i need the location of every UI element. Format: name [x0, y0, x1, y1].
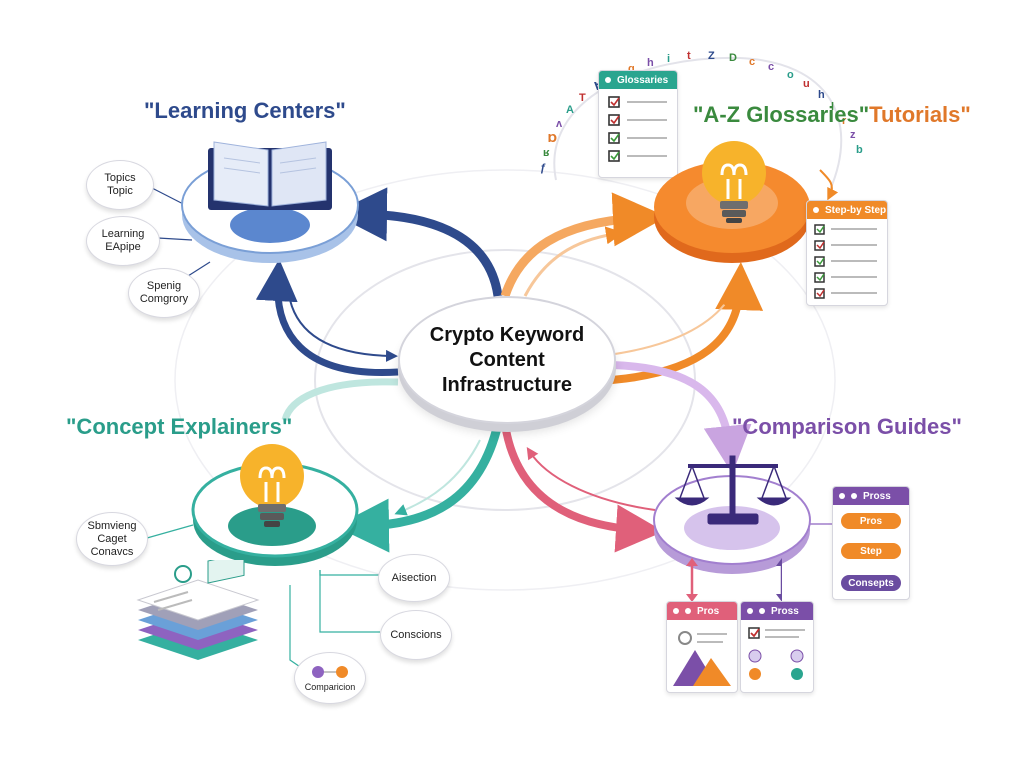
concept-explainers-title: "Concept Explainers"	[66, 414, 293, 439]
satellite-text: Conscions	[390, 628, 442, 641]
arrow-hub-to-comparison-pink	[501, 423, 664, 553]
satellite-text: Comparicion	[304, 681, 356, 692]
comparison-card-b[interactable]: Pross	[740, 601, 814, 693]
glossary-letter: u	[803, 78, 810, 90]
orbit-ring-inner	[314, 249, 696, 511]
concept-explainers-node[interactable]	[190, 440, 360, 570]
satellite-text: Topic	[107, 185, 133, 197]
glossary-letter: g	[628, 63, 635, 75]
hub-node[interactable]: Crypto Keyword Content Infrastructure	[398, 296, 616, 424]
hub-title-line: Content	[469, 348, 545, 371]
balance-scale-icon	[674, 455, 792, 525]
glossaries-card-title: Glossaries	[617, 74, 669, 86]
lightbulb-icon	[240, 444, 304, 527]
arrow-hub-to-glossaries	[500, 192, 667, 298]
glossaries-title: "A-Z Glossaries"Tutorials"	[693, 102, 971, 128]
learning-centers-title: "Learning Centers"	[144, 98, 346, 123]
glossary-letter: o	[787, 69, 794, 81]
satellite-comparicion[interactable]: Comparicion	[294, 652, 366, 704]
pill-pros[interactable]: Pros	[841, 513, 901, 529]
satellite-text: Learning	[101, 228, 145, 240]
satellite-aisection[interactable]: Aisection	[378, 554, 450, 602]
side-card-title: Pross	[863, 490, 891, 502]
glossary-letter: ʌ	[556, 118, 563, 130]
glossary-letter: ƒ	[540, 162, 547, 174]
satellite-text: EApipe	[105, 241, 141, 253]
glossary-letter: A	[566, 104, 574, 116]
comparison-guides-node[interactable]	[652, 448, 812, 578]
glossary-letter: i	[667, 53, 671, 65]
satellite-text: Caget	[97, 532, 127, 545]
orbit-ring-outer	[174, 169, 836, 591]
glossary-arc	[553, 56, 843, 191]
step-card[interactable]: Step-by Step	[806, 200, 888, 306]
satellite-text: Conavcs	[90, 545, 134, 558]
glossary-letter: D	[729, 52, 737, 64]
glossary-letter: r	[842, 115, 847, 127]
glossary-letter: Ɒ	[548, 133, 558, 145]
arrow-concept-link	[281, 378, 399, 422]
card-b-title: Pross	[771, 605, 799, 617]
satellite-text: Aisection	[391, 571, 437, 584]
satellite-text: Comgrory	[139, 293, 189, 305]
toggle-icon	[312, 665, 348, 678]
glossary-letter: Z	[708, 50, 715, 62]
arrow-hub-to-learning-lower	[255, 259, 399, 376]
glossary-letter: b	[856, 144, 863, 156]
glossary-letter: h	[647, 57, 654, 69]
satellite-text: Sbmvieng	[87, 519, 137, 532]
glossaries-title-a: "A-Z Glossaries"	[693, 102, 870, 127]
lightbulb-icon	[702, 141, 766, 223]
arrow-tutorials-return	[607, 295, 732, 356]
checklist-icon	[608, 96, 667, 162]
satellite-conscions[interactable]: Conscions	[380, 610, 452, 660]
arrow-comparison-to-hub	[526, 446, 656, 511]
document-stack-icon	[136, 560, 260, 660]
satellite-text: Spenig	[146, 280, 182, 292]
tutorials-title: Tutorials"	[869, 102, 971, 127]
pill-step[interactable]: Step	[841, 543, 901, 559]
comparison-card-a[interactable]: Pros	[666, 601, 738, 693]
glossaries-card[interactable]: Glossaries	[598, 70, 678, 178]
arrow-hub-to-concept	[335, 422, 503, 553]
arrow-hub-to-glossaries-thin	[523, 226, 624, 297]
arrow-concept-thin	[394, 439, 481, 516]
glossary-letter: c	[768, 61, 775, 73]
step-card-title: Step-by Step	[825, 204, 887, 216]
arc-arrow	[819, 169, 839, 201]
card-a-title: Pros	[697, 605, 720, 617]
arrow-learning-to-hub	[289, 299, 398, 362]
hub-title-line: Infrastructure	[441, 373, 573, 396]
satellite-text: Topics	[104, 172, 136, 184]
hub-title-line: Crypto Keyword	[429, 323, 585, 346]
arrow-hub-to-comparison	[611, 361, 752, 474]
tutorials-node[interactable]	[652, 135, 812, 265]
glossary-letter: z	[850, 129, 856, 141]
checklist-icon	[814, 224, 877, 299]
comparison-side-card[interactable]: Pross Pros Step Consepts	[832, 486, 910, 600]
mountain-image-icon	[673, 631, 731, 686]
arrow-hub-to-tutorials	[611, 262, 764, 384]
glossary-letter: l	[831, 101, 835, 113]
comparison-guides-title: "Comparison Guides"	[732, 414, 962, 439]
options-icon	[748, 627, 805, 680]
glossary-letter: T	[579, 92, 586, 104]
glossary-letter: h	[818, 89, 825, 101]
learning-centers-node[interactable]	[180, 130, 360, 280]
glossary-letter: t	[687, 50, 691, 62]
comparison-stem-arrows	[686, 558, 782, 602]
open-book-icon	[208, 141, 332, 210]
arrow-hub-to-learning	[333, 187, 503, 297]
glossary-letter: ʁ	[543, 147, 550, 159]
pill-consepts[interactable]: Consepts	[841, 575, 901, 591]
glossary-letter: c	[749, 56, 756, 68]
